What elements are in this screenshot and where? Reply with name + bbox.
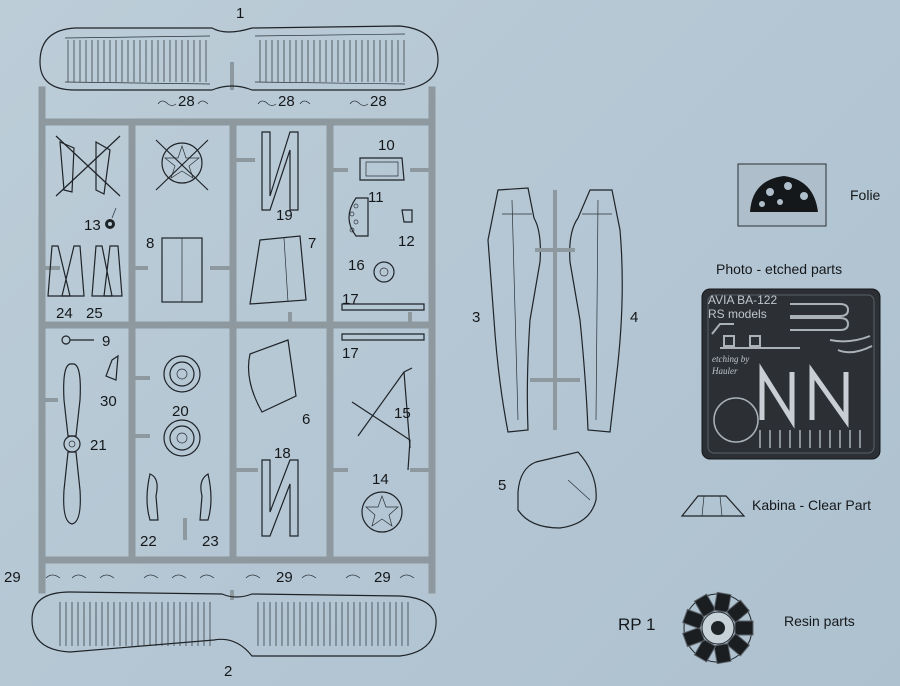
engine-cylinder <box>713 642 732 665</box>
label-part-23: 23 <box>202 533 219 550</box>
label-part-9: 9 <box>102 333 110 350</box>
part-13-knob <box>105 207 117 229</box>
label-part-3: 3 <box>472 309 480 326</box>
part-9-pin <box>61 335 94 345</box>
part-8-panel <box>161 237 203 303</box>
part-upper-wing <box>39 25 439 91</box>
part-16-gear <box>373 261 395 283</box>
label-part-28c: 28 <box>370 93 387 110</box>
label-part-20: 20 <box>172 403 189 420</box>
label-part-14: 14 <box>372 471 389 488</box>
label-part-10: 10 <box>378 137 395 154</box>
label-part-29b: 29 <box>276 569 293 586</box>
engine-cylinder <box>682 626 706 648</box>
fret-etcher-line2: Hauler <box>711 366 738 376</box>
part-5-cowling <box>517 451 597 529</box>
label-part-15: 15 <box>394 405 411 422</box>
engine-cylinder <box>693 638 717 663</box>
label-part-28b: 28 <box>278 93 295 110</box>
label-part-4: 4 <box>630 309 638 326</box>
engine-cylinder <box>725 599 751 624</box>
label-part-13: 13 <box>84 217 101 234</box>
label-part-6: 6 <box>302 411 310 428</box>
label-part-28a: 28 <box>178 93 195 110</box>
label-part-25: 25 <box>86 305 103 322</box>
part-18-strut <box>261 459 299 537</box>
part-lower-wing <box>31 591 437 657</box>
legend-rp1: RP 1 <box>618 615 656 634</box>
label-part-5: 5 <box>498 477 506 494</box>
legend-kabina: Kabina - Clear Part <box>752 497 871 513</box>
label-part-29c: 29 <box>374 569 391 586</box>
engine-cylinder <box>693 593 717 618</box>
engine-cylinder <box>725 632 751 657</box>
label-part-29a: 29 <box>4 569 21 586</box>
sprue-frame <box>38 62 436 600</box>
legend-resin: Resin parts <box>784 613 855 629</box>
part-17-rods <box>341 303 425 341</box>
engine-cylinder <box>713 591 732 614</box>
part-12 <box>401 209 413 223</box>
part-30 <box>105 354 119 381</box>
photo-etch-fret <box>701 288 881 460</box>
resin-engine-rp1 <box>682 591 754 665</box>
part-crossed-roundel <box>155 139 209 191</box>
label-part-1: 1 <box>236 5 244 22</box>
part-6-fairing <box>247 339 297 413</box>
label-part-30: 30 <box>100 393 117 410</box>
part-24-25-struts <box>47 245 123 297</box>
label-part-18: 18 <box>274 445 291 462</box>
label-part-24: 24 <box>56 305 73 322</box>
part-14-roundel <box>361 491 403 533</box>
part-21-propeller <box>63 363 81 525</box>
label-part-16: 16 <box>348 257 365 274</box>
part-19-strut <box>261 131 299 211</box>
part-struts-crossed <box>55 135 121 197</box>
label-part-22: 22 <box>140 533 157 550</box>
legend-folie: Folie <box>850 187 881 203</box>
label-part-2: 2 <box>224 663 232 680</box>
kabina-clear-part <box>680 495 746 517</box>
engine-cylinder <box>682 608 706 630</box>
fret-title: AVIA BA-122 <box>708 293 777 307</box>
fret-maker: RS models <box>708 307 767 321</box>
fret-etcher-line1: etching by <box>712 354 749 364</box>
folie-sample <box>737 163 827 227</box>
part-15-cabane <box>351 367 413 471</box>
part-10-seat <box>359 157 405 181</box>
label-part-17a: 17 <box>342 291 359 308</box>
part-7-fairing <box>249 235 307 305</box>
label-part-11: 11 <box>368 189 384 206</box>
part-29-brackets <box>45 574 415 579</box>
engine-cylinder <box>734 620 754 636</box>
part-number-labels: 1 2 3 4 5 6 7 8 9 10 11 12 13 14 15 16 1… <box>4 5 638 680</box>
part-4-fuselage-right <box>569 189 623 433</box>
label-part-21: 21 <box>90 437 107 454</box>
label-part-17b: 17 <box>342 345 359 362</box>
part-28-brackets <box>157 100 369 106</box>
label-part-19: 19 <box>276 207 293 224</box>
part-20-wheels <box>163 355 201 457</box>
label-part-12: 12 <box>398 233 415 250</box>
part-3-fuselage-left <box>487 187 541 433</box>
part-22-23-legs <box>146 473 212 521</box>
part-11-panel <box>348 197 369 237</box>
label-part-8: 8 <box>146 235 154 252</box>
label-part-7: 7 <box>308 235 316 252</box>
legend-photo-etched: Photo - etched parts <box>716 261 842 277</box>
